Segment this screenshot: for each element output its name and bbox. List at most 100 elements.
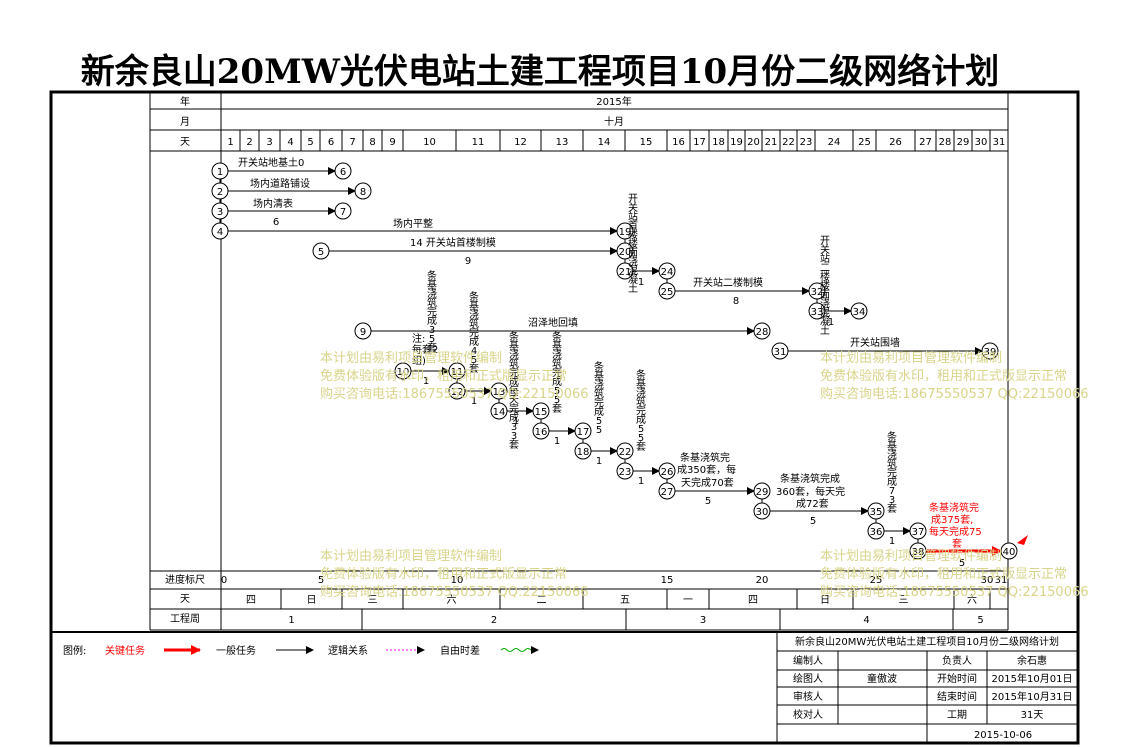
weekday-cell: 六 <box>447 594 457 606</box>
network-node <box>808 282 826 300</box>
node-number: 21 <box>619 267 632 278</box>
page-title: 新余良山20MW光伏电站土建工程项目10月份二级网络计划 <box>80 52 1000 92</box>
month-value: 十月 <box>604 115 624 128</box>
network-node <box>394 362 412 380</box>
progress-tick: 5 <box>318 575 324 586</box>
node-number: 12 <box>451 387 464 398</box>
info-label: 负责人 <box>942 654 972 667</box>
node-number: 13 <box>493 387 506 398</box>
week-cell: 1 <box>288 615 294 626</box>
info-title: 新余良山20MW光伏电站土建工程项目10月份二级网络计划 <box>795 635 1059 648</box>
task-duration: 1 <box>471 396 477 407</box>
task-label: 场内道路铺设 <box>250 177 310 190</box>
info-date: 2015-10-06 <box>974 730 1032 741</box>
day-cell: 25 <box>858 137 871 148</box>
weekday-cell: 四 <box>748 595 758 606</box>
week-label: 工程周 <box>170 613 200 625</box>
network-node <box>312 242 330 260</box>
task-label-vertical: 开关站首楼楼面浇混凝土 <box>628 194 638 295</box>
node-number: 17 <box>577 427 590 438</box>
network-node <box>753 502 771 520</box>
day-cell: 7 <box>349 137 355 148</box>
task-label: 天完成70套 <box>681 476 734 489</box>
network-node <box>211 222 229 240</box>
day-cell: 13 <box>556 137 569 148</box>
info-label: 工期 <box>947 709 967 721</box>
node-number: 9 <box>360 327 366 338</box>
node-number: 11 <box>451 367 464 378</box>
weekday-cell: 四 <box>246 595 256 606</box>
network-node <box>354 182 372 200</box>
node-number: 29 <box>756 487 769 498</box>
progress-tick: 31 <box>995 575 1008 586</box>
node-number: 3 <box>217 207 223 218</box>
watermark-line: 免费体验版有水印，租用和正式版显示正常 <box>320 368 567 384</box>
info-label: 校对人 <box>793 708 823 721</box>
node-number: 36 <box>870 527 883 538</box>
node-number: 7 <box>340 207 346 218</box>
finish-flag <box>1017 535 1028 545</box>
network-node <box>532 402 550 420</box>
network-node <box>753 482 771 500</box>
network-node <box>909 542 927 560</box>
network-node <box>211 162 229 180</box>
node-number: 8 <box>360 187 366 198</box>
network-node <box>658 262 676 280</box>
node-number: 18 <box>577 447 590 458</box>
watermark-line: 免费体验版有水印，租用和正式版显示正常 <box>820 368 1067 384</box>
network-node <box>334 202 352 220</box>
day-cell: 3 <box>266 137 272 148</box>
node-number: 6 <box>340 167 346 178</box>
task-duration: 1 <box>638 277 644 288</box>
weekday-cell: 五 <box>620 595 630 606</box>
node-number: 23 <box>619 467 632 478</box>
weekday-label: 天 <box>180 594 190 605</box>
progress-tick: 15 <box>661 575 674 586</box>
network-node <box>616 462 634 480</box>
node-number: 22 <box>619 447 632 458</box>
task-duration: 5 <box>705 496 711 507</box>
day-cell: 10 <box>423 137 436 148</box>
day-cell: 1 <box>227 137 233 148</box>
network-node <box>490 382 508 400</box>
task-label: 开关站地基土0 <box>238 156 304 169</box>
legend-float-wave <box>500 648 532 652</box>
progress-label: 进度标尺 <box>165 573 205 586</box>
network-node <box>771 342 789 360</box>
task-label: 成350套，每 <box>677 463 736 476</box>
note-label: 每套2 <box>412 343 438 356</box>
watermark-line: 购买咨询电话:18675550537 QQ:22150066 <box>320 584 589 600</box>
legend-critical-label: 关键任务 <box>105 644 145 657</box>
day-cell: 23 <box>800 137 813 148</box>
node-number: 37 <box>912 527 925 538</box>
legend-float-head <box>531 646 539 654</box>
task-duration: 8 <box>733 296 739 307</box>
info-value: 童傲波 <box>867 672 897 685</box>
week-cell: 4 <box>863 615 869 626</box>
network-node <box>616 262 634 280</box>
note-label: 组) <box>412 354 426 367</box>
day-cell: 4 <box>287 137 293 148</box>
node-number: 19 <box>619 227 632 238</box>
week-cell: 2 <box>491 615 497 626</box>
task-duration: 9 <box>465 256 471 267</box>
network-node <box>616 242 634 260</box>
task-label: 场内平整 <box>393 217 433 230</box>
info-value: 31天 <box>1021 710 1044 721</box>
node-number: 25 <box>661 287 674 298</box>
year-label: 年 <box>180 95 190 108</box>
day-cell: 21 <box>765 137 778 148</box>
watermark-line: 本计划由易利项目管理软件编制 <box>820 351 1002 366</box>
task-label: 成72套 <box>796 497 829 510</box>
day-cell: 27 <box>919 137 932 148</box>
task-label-vertical: 开关站二楼楼面浇混凝土 <box>820 236 830 337</box>
network-node <box>981 342 999 360</box>
day-cell: 29 <box>957 137 970 148</box>
